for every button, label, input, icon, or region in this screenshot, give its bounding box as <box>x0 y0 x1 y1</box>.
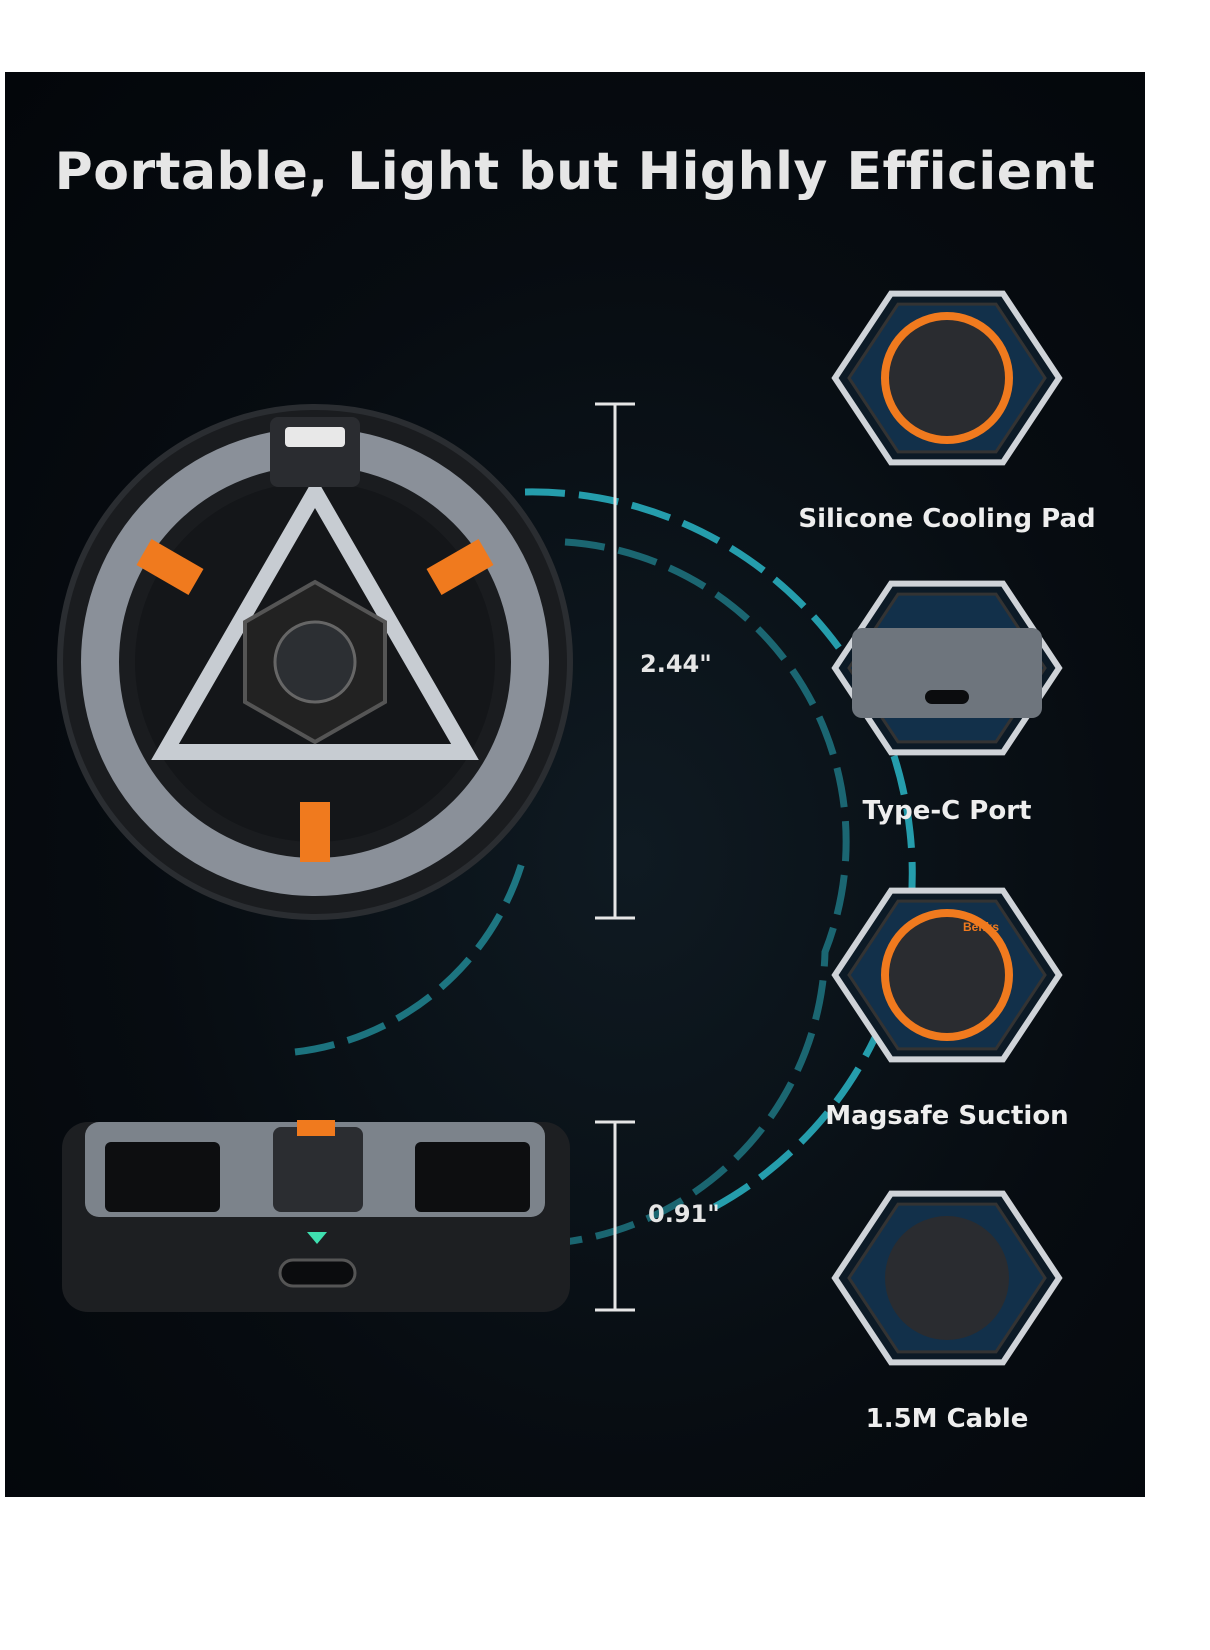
feature-label-type-c: Type-C Port <box>862 796 1032 826</box>
feature-thumbnail-cable <box>831 1190 1063 1366</box>
feature-thumbnail-cooling-pad <box>831 290 1063 466</box>
brand-logo-text: Benks <box>963 920 1000 934</box>
feature-thumbnail-magsafe-suction <box>831 887 1063 1063</box>
feature-label-cooling-pad: Silicone Cooling Pad <box>798 504 1096 534</box>
cooler-top-view <box>57 404 573 920</box>
product-banner: Portable, Light but Highly Efficient 2.4… <box>5 72 1145 1497</box>
cyan-swirl-decoration <box>294 488 916 1246</box>
feature-label-magsafe: Magsafe Suction <box>825 1101 1069 1131</box>
product-illustration <box>57 290 1063 1366</box>
page-title: Portable, Light but Highly Efficient <box>54 142 1096 202</box>
diameter-label: 2.44" <box>640 650 712 678</box>
cooler-side-view <box>62 1120 570 1312</box>
thickness-label: 0.91" <box>648 1200 720 1228</box>
feature-label-cable: 1.5M Cable <box>865 1404 1029 1434</box>
dimension-lines <box>595 402 635 1312</box>
feature-thumbnail-type-c-port <box>831 580 1063 756</box>
